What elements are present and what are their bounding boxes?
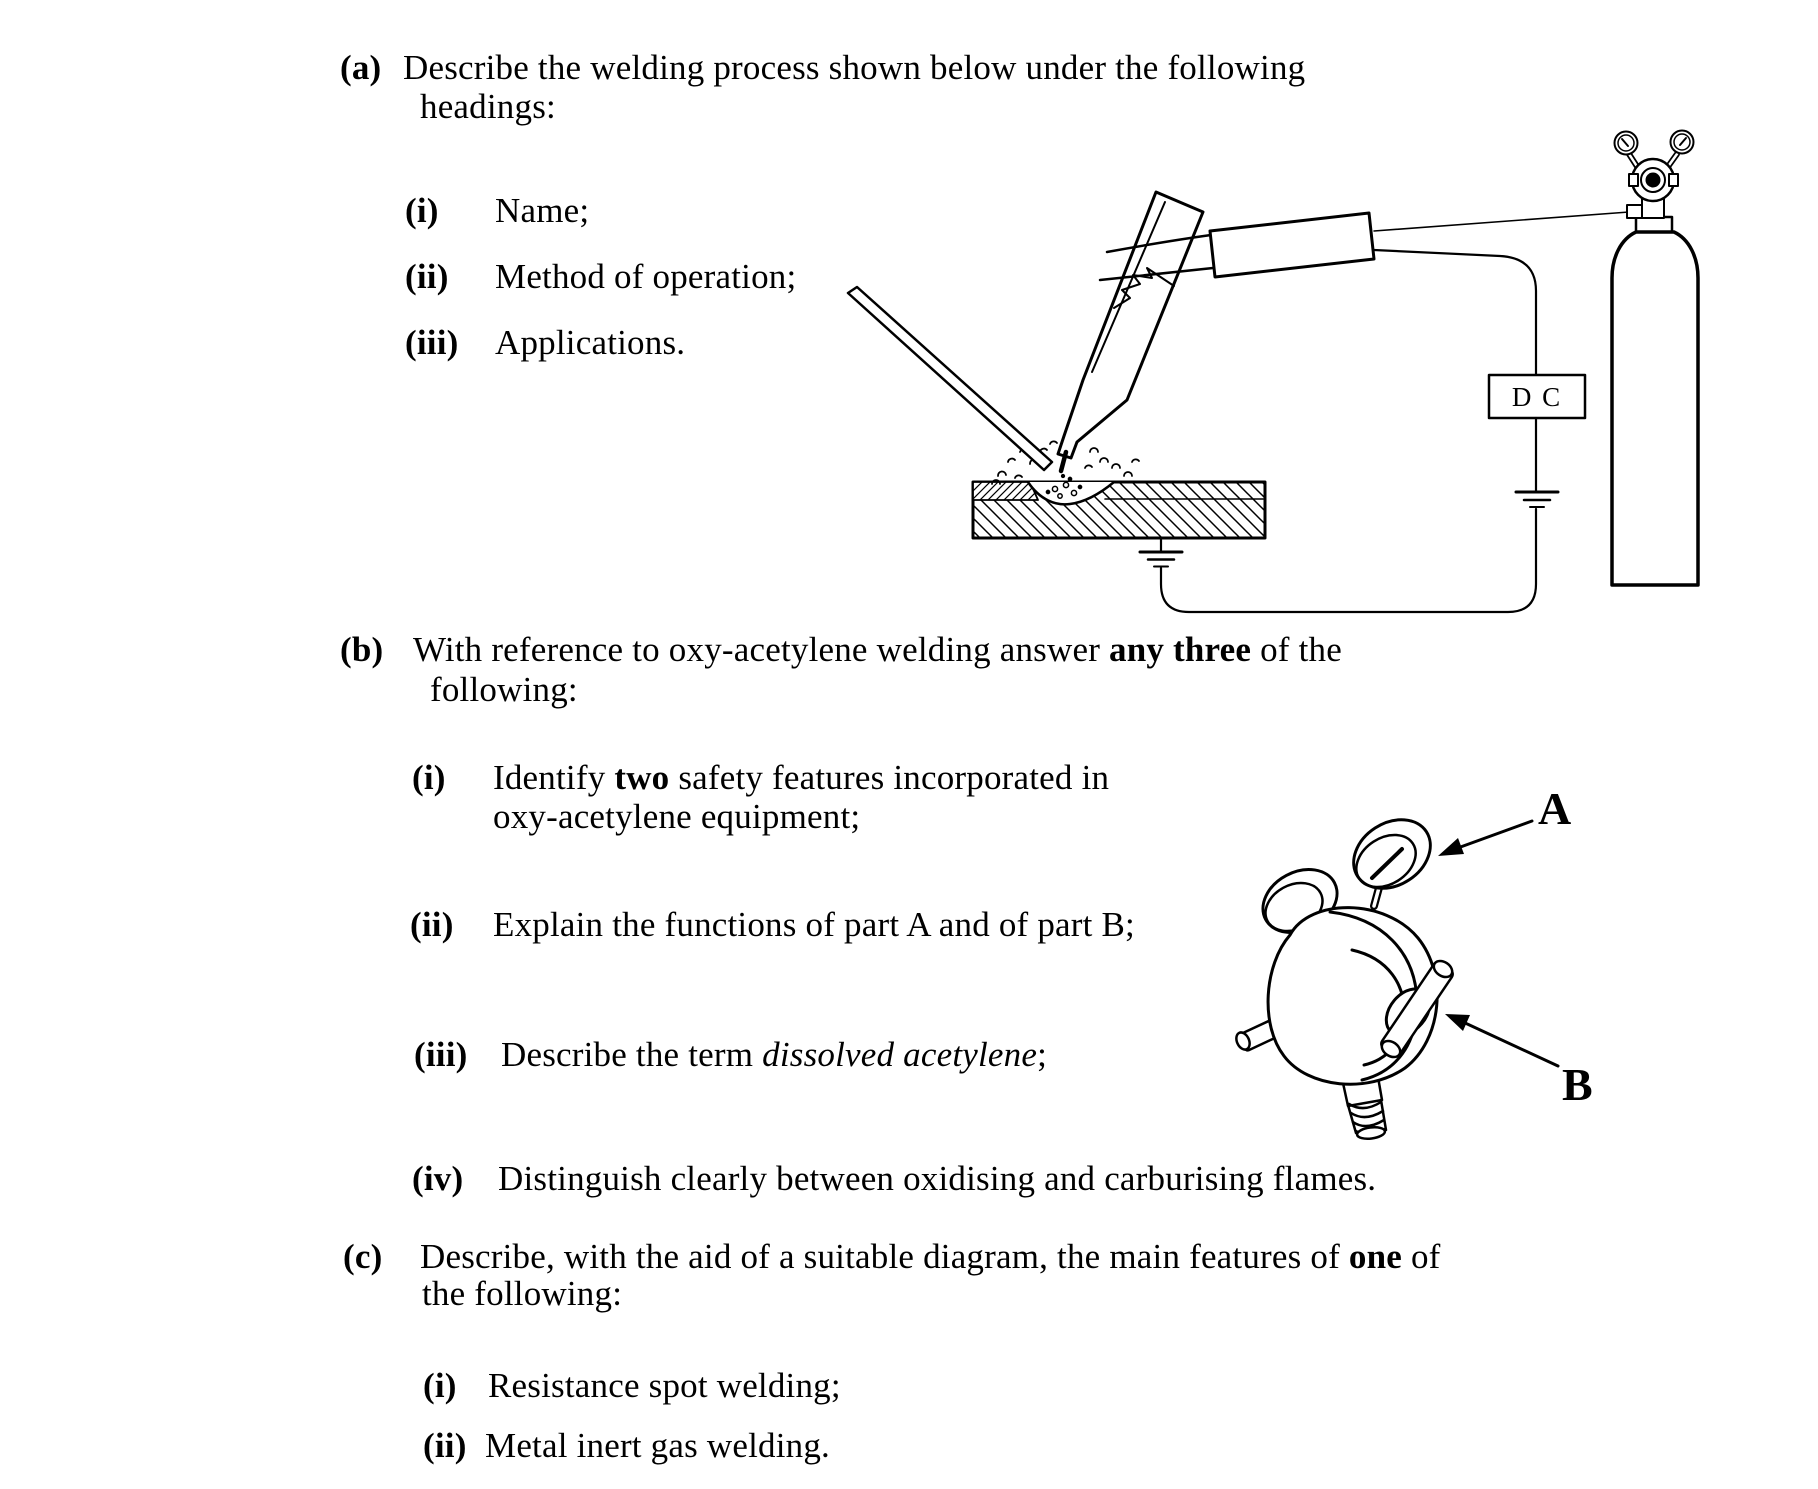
dc-power-label: D C [1512, 382, 1562, 412]
return-wire [1159, 507, 1538, 614]
dc-earth-symbol [1514, 416, 1560, 508]
question-b-text-post: of the [1251, 630, 1342, 669]
item-text-pre: Describe the term [501, 1035, 763, 1074]
question-b-line2: following: [430, 670, 578, 709]
cylinder-regulator [1613, 129, 1695, 219]
question-c-item-ii: (ii) Metal inert gas welding. [423, 1428, 830, 1463]
item-text: Explain the functions of part A and of p… [493, 905, 1135, 944]
question-a-line1: (a) Describe the welding process shown be… [340, 50, 1305, 85]
question-b-item-iii: (iii) Describe the term dissolved acetyle… [414, 1037, 1047, 1072]
item-text: Method of operation; [495, 257, 797, 296]
item-marker: (i) [405, 191, 439, 230]
item-text: Name; [495, 191, 590, 230]
regulator-tab-right [1668, 173, 1679, 187]
item-marker: (i) [423, 1366, 457, 1405]
item-text: Applications. [495, 323, 686, 362]
question-b-item-i-line2: oxy-acetylene equipment; [493, 797, 861, 836]
label-a-pointer: A [1438, 783, 1571, 856]
question-b-item-iv: (iv) Distinguish clearly between oxidisin… [412, 1161, 1376, 1196]
question-c-text-post: of [1402, 1237, 1441, 1276]
question-a-text1: Describe the welding process shown below… [403, 48, 1306, 87]
label-b-pointer: B [1445, 1014, 1593, 1110]
item-marker: (ii) [405, 257, 449, 296]
torch-electrode [1058, 449, 1069, 474]
item-marker: (iii) [405, 323, 459, 362]
item-marker: (ii) [410, 905, 454, 944]
question-b-text-bold: any three [1109, 630, 1252, 669]
question-b-item-i-line1: (i) Identify two safety features incorpor… [412, 760, 1109, 795]
question-c-text-pre: Describe, with the aid of a suitable dia… [420, 1237, 1349, 1276]
electrode-cable [1372, 248, 1538, 377]
item-text-pre: Identify [493, 758, 615, 797]
item-text: Distinguish clearly between oxidising an… [498, 1159, 1377, 1198]
dc-power-box: D C [1487, 373, 1587, 420]
arrow-b-line [1461, 1020, 1560, 1068]
item-text-bold: two [614, 758, 670, 797]
item-text: Metal inert gas welding. [485, 1426, 830, 1465]
tig-welding-diagram: D C [846, 129, 1700, 614]
question-a-item-ii: (ii) Method of operation; [405, 259, 796, 294]
question-b-marker: (b) [340, 630, 384, 669]
gas-hose [1373, 211, 1630, 232]
torch-body [1056, 190, 1205, 460]
question-a-item-iii: (iii) Applications. [405, 325, 685, 360]
question-c-item-i: (i) Resistance spot welding; [423, 1368, 841, 1403]
weld-plate [971, 480, 1267, 540]
part-label-a: A [1538, 783, 1571, 834]
question-c-text-bold: one [1348, 1237, 1403, 1276]
question-b-item-ii: (ii) Explain the functions of part A and … [410, 907, 1135, 942]
cylinder-gauge-left-rim [1617, 134, 1635, 152]
weld-pool-spatter [1045, 473, 1083, 499]
item-marker: (i) [412, 758, 446, 797]
torch-handle-barrel [1208, 211, 1376, 279]
regulator-diagram: A B [1235, 783, 1593, 1140]
weld-plate-body [971, 480, 1267, 540]
gas-cylinder [1610, 129, 1700, 587]
regulator-tab-left [1628, 173, 1639, 187]
item-marker: (iii) [414, 1035, 468, 1074]
gauge-needle-right [1679, 137, 1687, 146]
question-a-marker: (a) [340, 48, 382, 87]
item-text-post: ; [1037, 1035, 1048, 1074]
cylinder-body [1610, 230, 1700, 587]
dc-power-box-outline [1487, 373, 1587, 420]
arrow-b-head [1445, 1014, 1470, 1031]
question-a-item-i: (i) Name; [405, 193, 589, 228]
item-text: Resistance spot welding; [488, 1366, 841, 1405]
item-marker: (iv) [412, 1159, 464, 1198]
filler-rod [846, 285, 1054, 472]
item-marker: (ii) [423, 1426, 467, 1465]
tig-torch [1056, 190, 1205, 474]
arrow-a-head [1438, 838, 1464, 856]
question-c-line1: (c) Describe, with the aid of a suitable … [343, 1239, 1441, 1274]
arrow-a-line [1453, 819, 1534, 851]
question-a-line2: headings: [420, 87, 556, 126]
adjusting-screw-b [1380, 959, 1454, 1059]
gauge-a-needle [1370, 847, 1404, 880]
torch-handle-connector [1098, 233, 1215, 282]
torch-break-line [1113, 267, 1175, 309]
weld-plate-top-strip-hatch [973, 482, 1038, 500]
cylinder-gauge-right-rim [1673, 133, 1691, 151]
item-text-italic: dissolved acetylene [762, 1035, 1038, 1074]
gauge-needle-left [1621, 138, 1629, 147]
question-c-marker: (c) [343, 1237, 383, 1276]
plate-earth-symbol [1138, 536, 1184, 568]
pressure-gauge-a [1352, 818, 1432, 910]
part-label-b: B [1562, 1059, 1593, 1110]
item-text-post: safety features incorporated in [669, 758, 1110, 797]
question-c-line2: the following: [422, 1274, 623, 1313]
hose-fitting [1626, 204, 1643, 219]
question-b-text-pre: With reference to oxy-acetylene welding … [413, 630, 1110, 669]
cylinder-neck-flange [1634, 215, 1674, 234]
regulator-knob [1645, 172, 1661, 188]
question-b-line1: (b) With reference to oxy-acetylene weldi… [340, 632, 1342, 667]
